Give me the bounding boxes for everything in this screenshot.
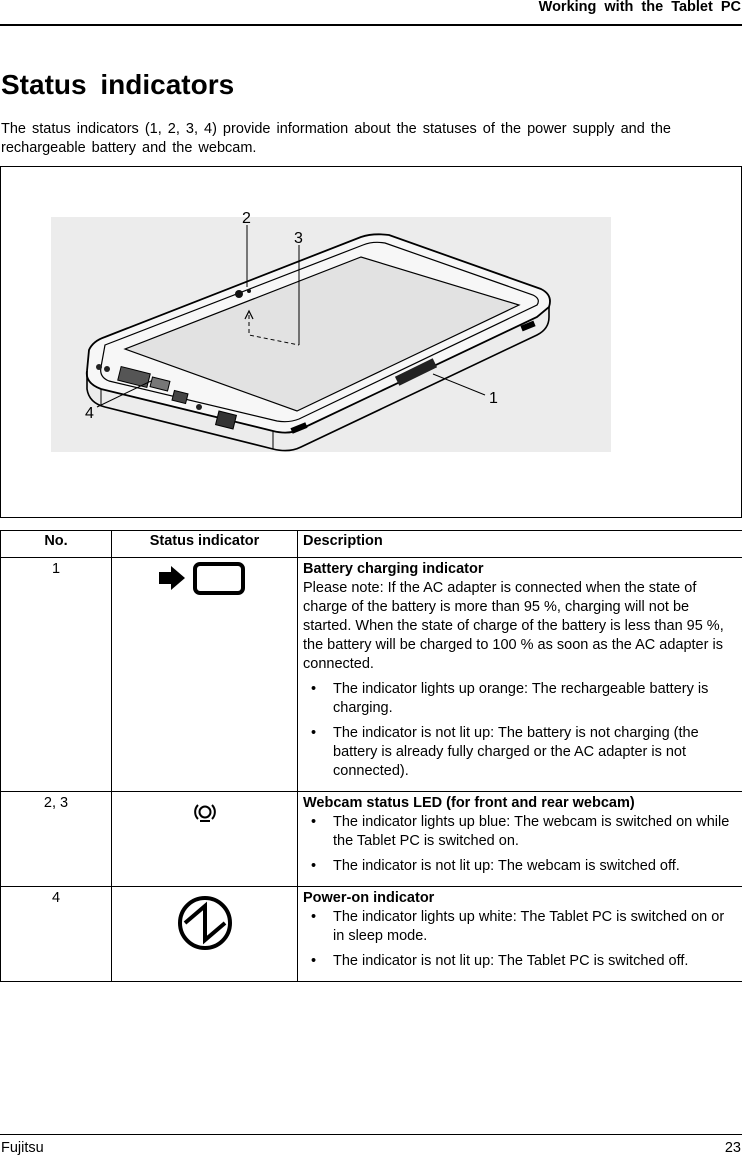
- side-slot: [520, 320, 536, 332]
- tablet-drawing: 2 3 1 4: [51, 210, 611, 452]
- row-number: 1: [0, 557, 112, 792]
- list-item: The indicator is not lit up: The webcam …: [303, 857, 737, 876]
- indicator-cell: [111, 886, 298, 982]
- power-on-icon: [177, 896, 232, 950]
- callout-4: 4: [85, 405, 94, 422]
- description-bullets: The indicator lights up blue: The webcam…: [303, 813, 737, 876]
- webcam-led: [247, 289, 251, 293]
- rear-webcam-arrow: [244, 309, 254, 320]
- tablet-edge-lines: [100, 389, 274, 449]
- list-item: The indicator is not lit up: The battery…: [303, 724, 737, 781]
- port-c: [171, 389, 189, 405]
- header-no: No.: [0, 530, 112, 558]
- port-g: [104, 366, 110, 372]
- description-cell: Webcam status LED (for front and rear we…: [297, 791, 742, 887]
- header-description: Description: [297, 530, 742, 558]
- port-e: [196, 404, 202, 410]
- list-item: The indicator lights up blue: The webcam…: [303, 813, 737, 851]
- description-cell: Power-on indicator The indicator lights …: [297, 886, 742, 982]
- footer-brand: Fujitsu: [1, 1140, 44, 1156]
- tablet-screen: [123, 256, 521, 412]
- table-row: 4 Power-on indicator The indicator light…: [0, 886, 742, 982]
- page-title: Status indicators: [1, 69, 235, 100]
- port-a: [117, 365, 151, 389]
- port-b: [149, 376, 171, 392]
- description-title: Webcam status LED (for front and rear we…: [303, 795, 635, 811]
- description-title: Battery charging indicator: [303, 561, 484, 577]
- page-number: 23: [724, 1140, 741, 1156]
- table-header-row: No. Status indicator Description: [0, 530, 742, 558]
- bottom-slot: [290, 422, 308, 434]
- description-cell: Battery charging indicator Please note: …: [297, 557, 742, 792]
- running-head: Working with the Tablet PC: [538, 0, 741, 15]
- table-row: 1 Battery charging indicator Please note…: [0, 557, 742, 792]
- list-item: The indicator lights up orange: The rech…: [303, 680, 737, 718]
- header-status-indicator: Status indicator: [111, 530, 298, 558]
- webcam-lens: [235, 290, 243, 298]
- tablet-bezel: [100, 241, 539, 423]
- dock-connector: [394, 358, 438, 386]
- callout-1: 1: [489, 390, 498, 407]
- indicator-cell: [111, 557, 298, 792]
- callout-2: 2: [242, 210, 251, 227]
- port-d: [214, 410, 238, 430]
- table-row: 2, 3 Webcam status LED (for front and re…: [0, 791, 742, 887]
- indicator-cell: [111, 791, 298, 887]
- port-f: [96, 364, 102, 370]
- row-number: 4: [0, 886, 112, 982]
- leader-1: [432, 373, 486, 396]
- description-text: Please note: If the AC adapter is connec…: [303, 580, 724, 672]
- status-indicator-table: No. Status indicator Description 1 Batte…: [0, 530, 742, 982]
- description-bullets: The indicator lights up orange: The rech…: [303, 680, 737, 781]
- footer-rule: [0, 1134, 742, 1135]
- header-rule: [0, 24, 742, 26]
- description-bullets: The indicator lights up white: The Table…: [303, 908, 737, 971]
- leader-4: [96, 380, 152, 408]
- row-number: 2, 3: [0, 791, 112, 887]
- tablet-illustration: 2 3 1 4: [0, 166, 742, 518]
- list-item: The indicator lights up white: The Table…: [303, 908, 737, 946]
- tablet-edge: [86, 307, 550, 452]
- webcam-icon: [193, 804, 216, 822]
- description-title: Power-on indicator: [303, 890, 435, 906]
- battery-charging-icon: [158, 562, 245, 595]
- list-item: The indicator is not lit up: The Tablet …: [303, 952, 737, 971]
- intro-paragraph: The status indicators (1, 2, 3, 4) provi…: [1, 121, 671, 156]
- callout-3: 3: [294, 230, 303, 247]
